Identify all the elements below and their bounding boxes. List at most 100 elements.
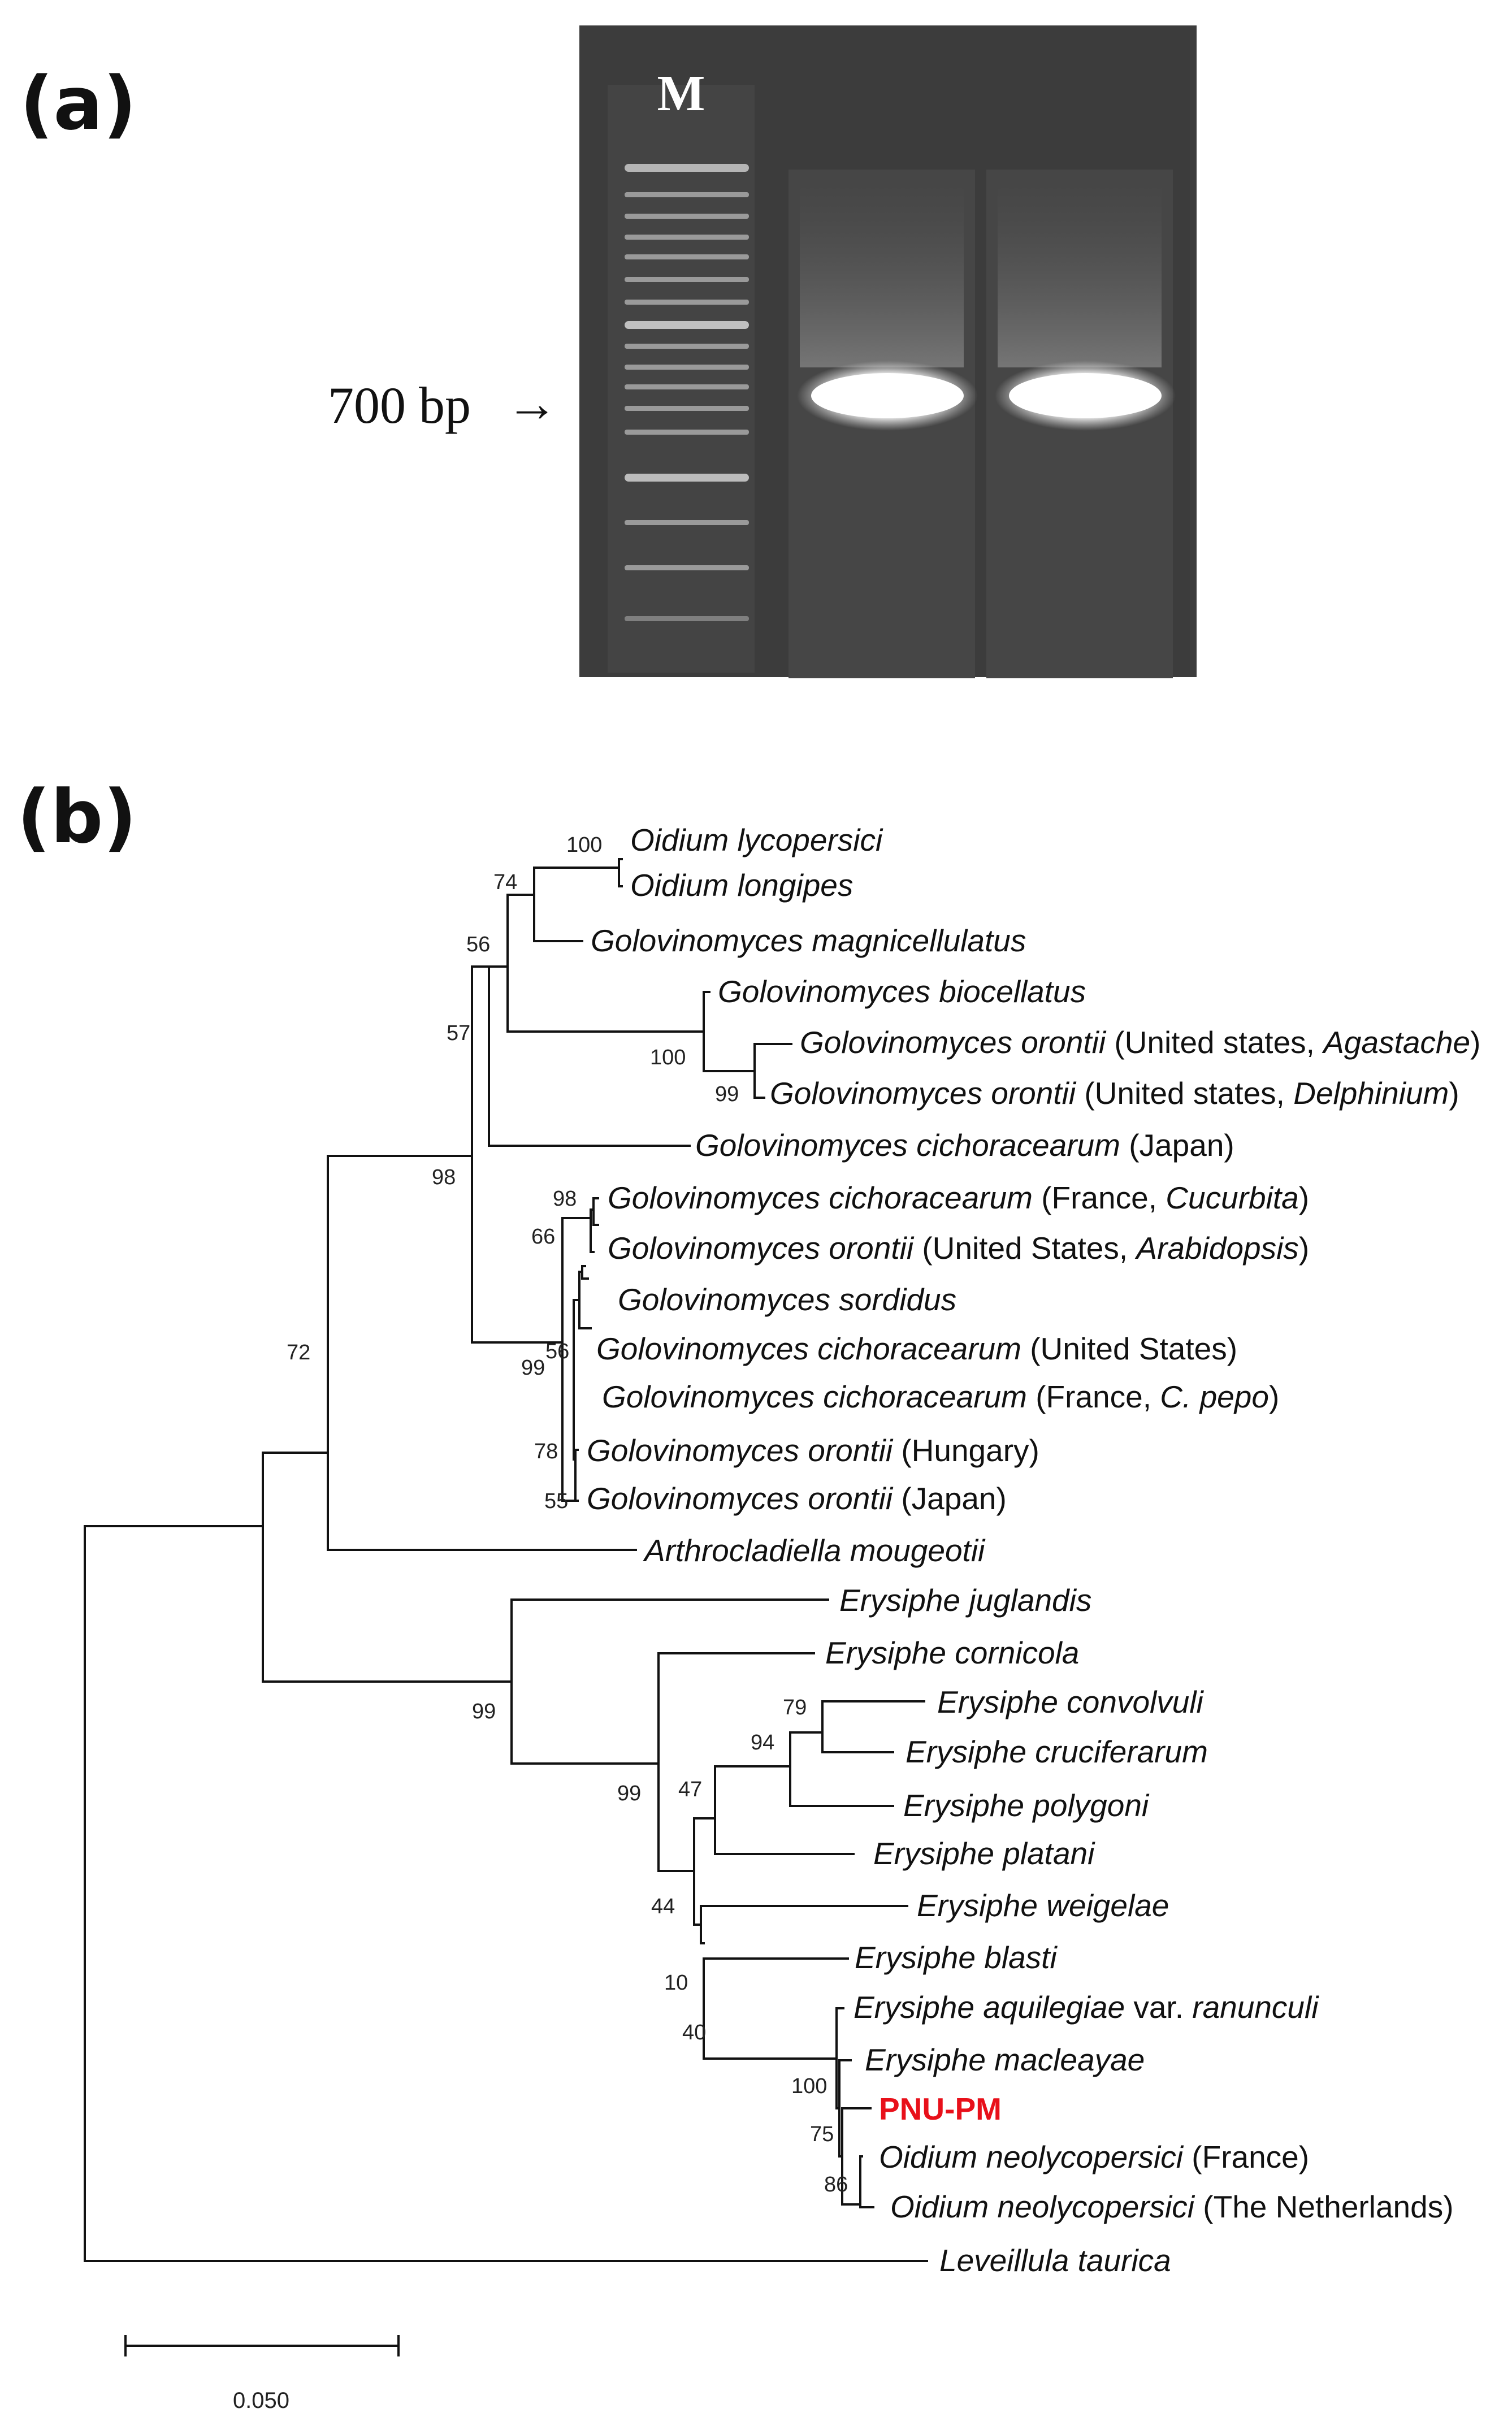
taxon-label-part: (United states, <box>1076 1076 1293 1111</box>
taxon-label-part: Erysiphe cornicola <box>825 1635 1079 1670</box>
taxon-label-part: Erysiphe polygoni <box>903 1788 1150 1823</box>
ladder-band <box>625 214 749 219</box>
tree-branch <box>618 858 623 887</box>
tree-branch <box>657 1652 815 1872</box>
taxon-label-part: ranunculi <box>1192 1990 1319 2025</box>
ladder-band <box>625 565 749 570</box>
panel-b-label: (b) <box>17 774 137 860</box>
taxon-label-part: PNU-PM <box>879 2091 1002 2126</box>
tree-branch <box>510 1598 829 1765</box>
taxon-label: Erysiphe cruciferarum <box>906 1734 1208 1769</box>
taxon-label-part: (Japan) <box>893 1481 1007 1516</box>
taxon-label-part: Erysiphe macleayae <box>865 2042 1145 2077</box>
bootstrap-values: 100 74 56 57 100 99 98 98 66 56 99 78 55… <box>287 833 848 2197</box>
ladder-band <box>625 616 749 621</box>
taxon-label-part: (United States) <box>1021 1331 1237 1366</box>
taxon-label-part: Golovinomyces orontii <box>800 1025 1107 1060</box>
taxon-label: Golovinomyces magnicellulatus <box>591 923 1026 958</box>
taxon-label-part: Erysiphe convolvuli <box>937 1684 1205 1719</box>
tree-branch <box>592 1197 599 1226</box>
taxon-label-highlight: PNU-PM <box>879 2091 1002 2126</box>
bootstrap-value: 86 <box>824 2173 848 2197</box>
bootstrap-value: 57 <box>447 1021 470 1045</box>
bootstrap-value: 56 <box>545 1340 569 1363</box>
taxon-label: Erysiphe convolvuli <box>937 1684 1205 1719</box>
ladder-band <box>625 520 749 525</box>
tree-branch <box>574 1449 579 1502</box>
taxon-label-part: ) <box>1299 1180 1309 1215</box>
bootstrap-value: 78 <box>534 1440 558 1463</box>
taxon-label-part: Golovinomyces biocellatus <box>718 974 1086 1009</box>
tree-branch <box>506 894 705 1033</box>
taxon-label: Golovinomyces cichoracearum (United Stat… <box>596 1331 1237 1366</box>
taxon-label: Golovinomyces orontii (Japan) <box>587 1481 1007 1516</box>
taxon-label: Golovinomyces cichoracearum (Japan) <box>695 1128 1234 1163</box>
taxon-label: Golovinomyces sordidus <box>618 1282 956 1317</box>
taxon-label: Golovinomyces cichoracearum (France, C. … <box>602 1379 1279 1414</box>
tree-branch <box>561 1217 592 1502</box>
taxon-label-part: Erysiphe weigelae <box>917 1888 1169 1923</box>
marker-lane-label: M <box>657 66 705 122</box>
sample-band-1-core <box>811 373 964 418</box>
tree-branch <box>789 1731 894 1807</box>
taxon-label-part: Arabidopsis <box>1134 1231 1298 1266</box>
taxon-label-part: var. <box>1125 1990 1192 2025</box>
taxon-label: Erysiphe juglandis <box>839 1583 1091 1618</box>
taxon-label-part: C. pepo <box>1160 1379 1269 1414</box>
ladder-band <box>625 235 749 240</box>
taxon-label-part: Golovinomyces cichoracearum <box>608 1180 1033 1215</box>
taxon-label-part: (France, <box>1033 1180 1166 1215</box>
taxon-label: Golovinomyces orontii (United states, Ag… <box>800 1025 1480 1060</box>
taxon-label: Golovinomyces orontii (United States, Ar… <box>608 1231 1309 1266</box>
tree-branch <box>533 867 620 942</box>
ladder-band <box>625 344 749 349</box>
tree-branch <box>488 965 691 1147</box>
bootstrap-value: 75 <box>810 2122 834 2146</box>
taxon-label-part: Golovinomyces orontii <box>608 1231 915 1266</box>
tree-branch <box>703 1957 849 2060</box>
taxon-label: Golovinomyces orontii (United states, De… <box>770 1076 1459 1111</box>
bootstrap-value: 99 <box>472 1700 496 1723</box>
tree-branch <box>714 1765 855 1855</box>
bootstrap-value: 40 <box>682 2021 706 2044</box>
ladder-band <box>625 321 749 329</box>
bootstrap-value: 72 <box>287 1341 310 1364</box>
tree-branch <box>859 2155 874 2208</box>
bootstrap-value: 47 <box>678 1778 702 1801</box>
bootstrap-value: 99 <box>617 1782 641 1805</box>
taxon-label-part: Golovinomyces sordidus <box>618 1282 956 1317</box>
phylogenetic-tree-branches <box>84 858 928 2262</box>
taxon-label: Erysiphe blasti <box>855 1940 1058 1975</box>
taxon-label: Oidium longipes <box>630 868 853 903</box>
size-marker-arrow: → <box>506 375 558 432</box>
ladder-band <box>625 406 749 411</box>
bootstrap-value: 100 <box>650 1046 686 1069</box>
tree-branch <box>693 1817 716 1926</box>
tree-branch <box>703 991 756 1072</box>
tree-branch <box>581 1265 589 1280</box>
bootstrap-value: 56 <box>466 933 490 956</box>
taxon-label-part: Erysiphe aquilegiae <box>854 1990 1125 2025</box>
taxon-label-part: (United states, <box>1106 1025 1323 1060</box>
ladder-band <box>625 277 749 282</box>
ladder-band <box>625 192 749 197</box>
taxon-label-part: ) <box>1470 1025 1480 1060</box>
bootstrap-value: 100 <box>791 2074 827 2098</box>
taxon-label: Oidium lycopersici <box>630 822 883 857</box>
taxon-label-part: Golovinomyces orontii <box>587 1481 894 1516</box>
taxon-label: Golovinomyces biocellatus <box>718 974 1086 1009</box>
bootstrap-value: 66 <box>531 1225 555 1249</box>
tree-branch <box>700 1905 908 1944</box>
taxon-label-part: ) <box>1299 1231 1309 1266</box>
sample-band-2-core <box>1009 373 1162 418</box>
taxon-label: Erysiphe cornicola <box>825 1635 1079 1670</box>
bootstrap-value: 74 <box>493 870 517 894</box>
taxon-label-part: (United States, <box>913 1231 1136 1266</box>
taxon-label: Golovinomyces orontii (Hungary) <box>587 1433 1039 1468</box>
tree-branch <box>753 1043 792 1099</box>
taxon-label: Erysiphe polygoni <box>903 1788 1150 1823</box>
marker-lane <box>608 85 755 673</box>
taxon-label: Oidium neolycopersici (France) <box>879 2139 1309 2174</box>
taxon-label-part: Oidium neolycopersici <box>890 2189 1195 2224</box>
